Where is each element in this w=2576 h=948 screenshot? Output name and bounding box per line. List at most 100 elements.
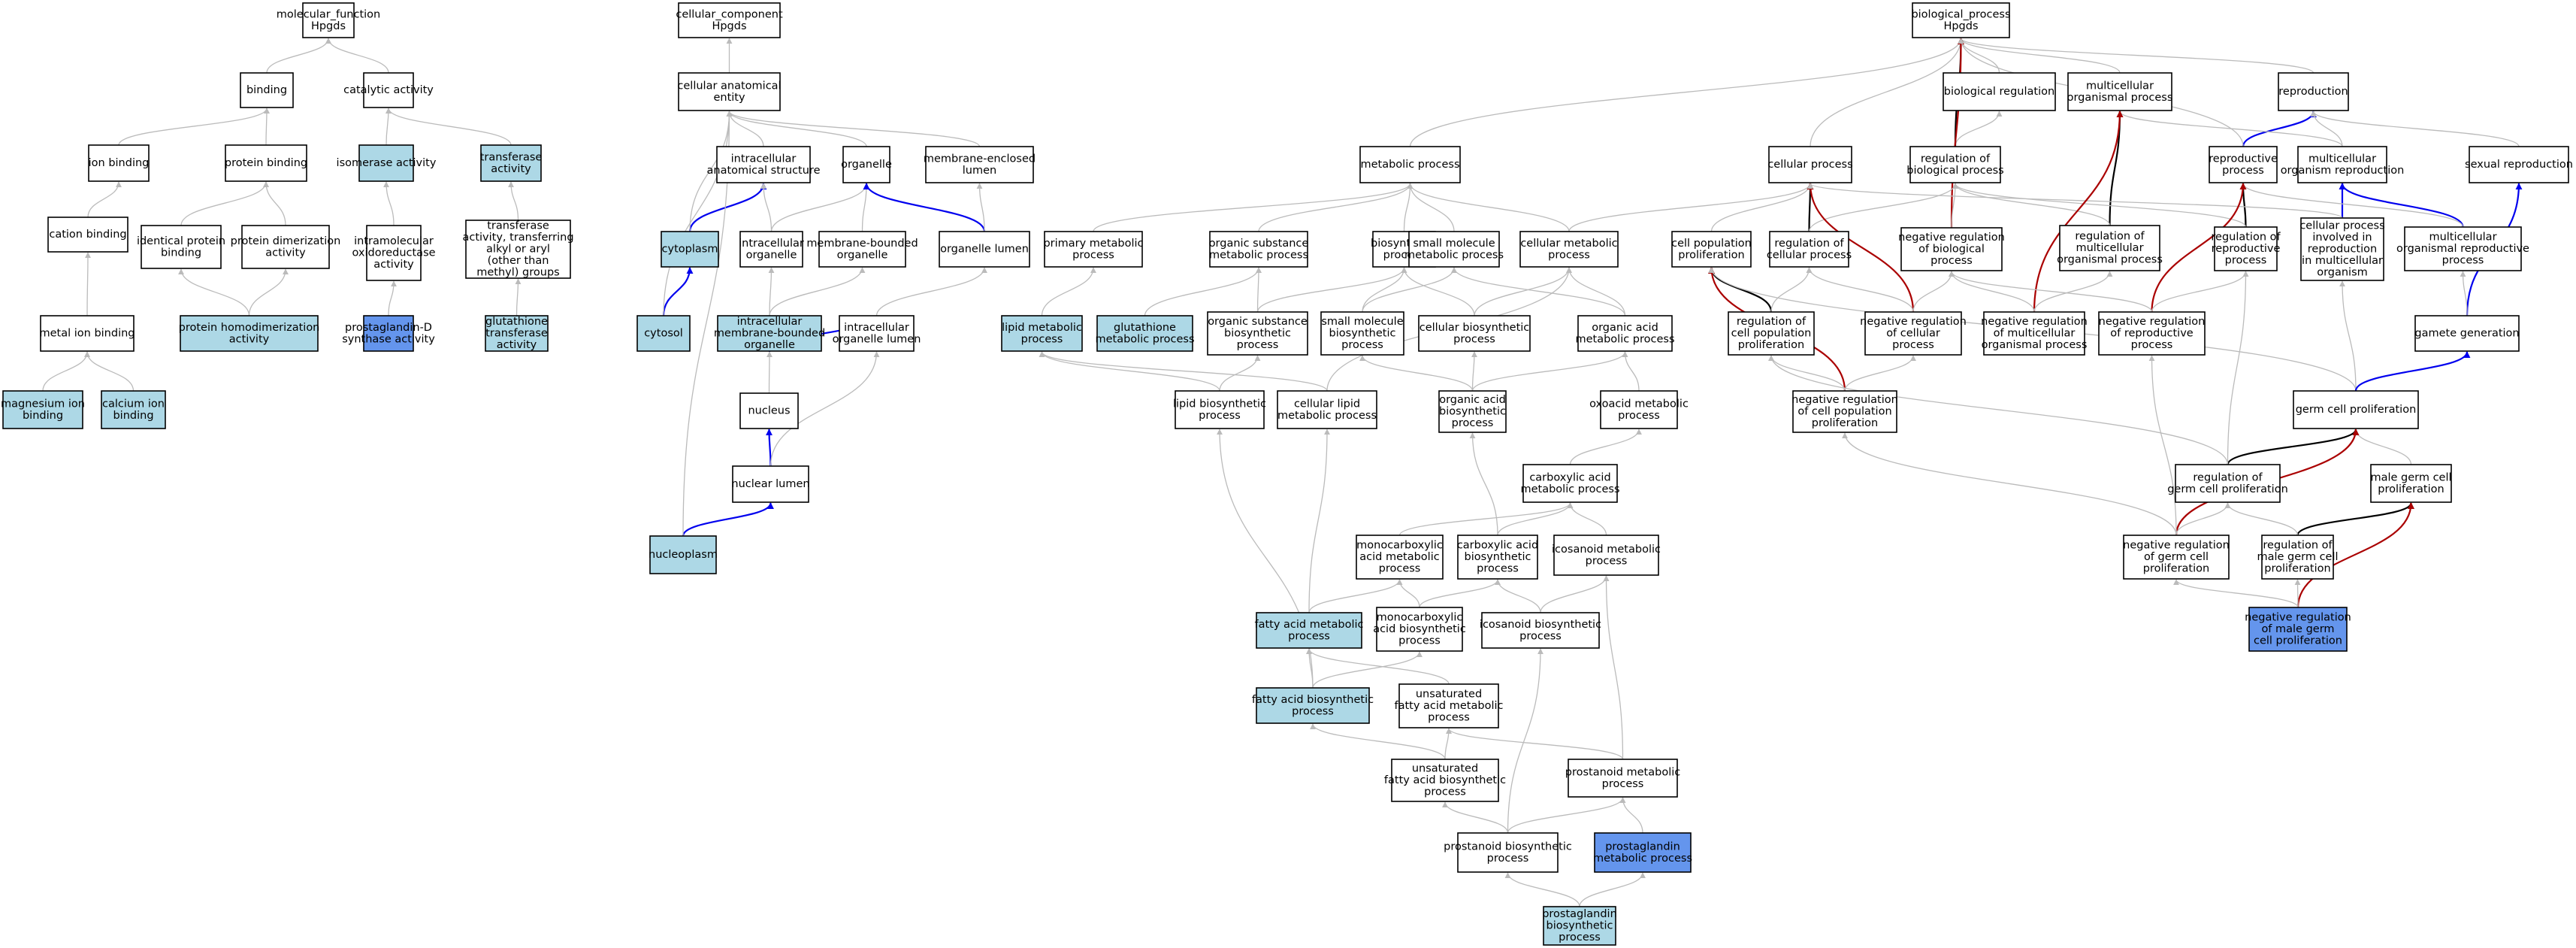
term-node-nucleus[interactable]: nucleus [739, 392, 799, 429]
term-node-nuclumen[interactable]: nuclear lumen [731, 465, 810, 503]
term-box [1398, 683, 1499, 728]
term-label-line: fatty acid metabolic [1255, 619, 1364, 631]
term-node-binding[interactable]: binding [240, 72, 294, 108]
term-node-cellproc[interactable]: cellular process [1767, 146, 1853, 183]
term-node-metab[interactable]: metabolic process [1359, 146, 1461, 183]
term-label-line: carboxylic acid [1529, 471, 1610, 483]
term-label-line: process [2131, 339, 2173, 351]
term-node-gamete[interactable]: gamete generation [2414, 315, 2520, 352]
term-label-line: reproduction [2308, 244, 2377, 256]
term-node-ionbind[interactable]: ion binding [88, 144, 150, 182]
term-node-sexrep[interactable]: sexual reproduction [2465, 146, 2573, 183]
term-node-catalytic[interactable]: catalytic activity [343, 72, 434, 108]
edge-is-a-iol-to-orglumen [875, 267, 987, 317]
term-node-isomerase[interactable]: isomerase activity [337, 144, 437, 182]
term-node-cytoplasm[interactable]: cytoplasm [661, 231, 719, 268]
term-node-germprol[interactable]: germ cell proliferation [2293, 390, 2419, 429]
term-node-bioreg[interactable]: biological regulation [1943, 72, 2056, 111]
term-label-line: icosanoid biosynthetic [1480, 619, 1601, 631]
term-node-cationbind[interactable]: cation binding [47, 217, 128, 253]
term-label-line: nucleus [748, 405, 790, 417]
term-node-cytosol[interactable]: cytosol [636, 315, 691, 352]
term-node-organelle[interactable]: organelle [841, 146, 892, 183]
term-label-line: magnesium ion [1, 398, 85, 410]
term-node-protbind[interactable]: protein binding [225, 144, 307, 182]
term-node-metalion[interactable]: metal ion binding [39, 315, 135, 352]
term-label-line: organic acid [1439, 394, 1506, 406]
term-node-nucleoplasm[interactable]: nucleoplasm [649, 535, 718, 574]
term-node-reproduction[interactable]: reproduction [2278, 72, 2349, 111]
term-node-orglumen[interactable]: organelle lumen [939, 231, 1030, 268]
